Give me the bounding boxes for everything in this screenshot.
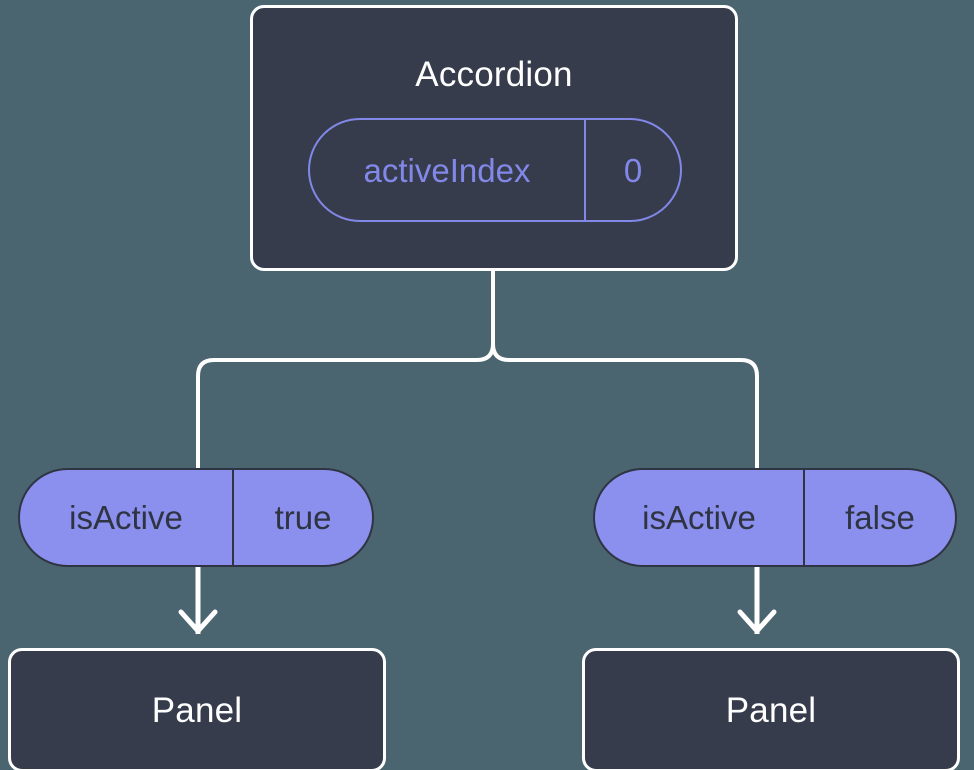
connector-root-to-left: [196, 269, 495, 470]
node-accordion-title: Accordion: [415, 55, 573, 94]
node-panel-right[interactable]: Panel: [582, 648, 960, 770]
arrowhead-right-icon: [737, 609, 777, 634]
arrowhead-left-icon: [178, 609, 218, 634]
state-pill-key: activeIndex: [310, 120, 586, 220]
prop-pill-right-key: isActive: [595, 470, 805, 565]
connector-root-to-right: [491, 269, 759, 470]
node-panel-right-title: Panel: [725, 690, 817, 730]
prop-pill-right-value: false: [845, 499, 915, 536]
node-panel-left[interactable]: Panel: [8, 648, 386, 770]
prop-pill-left-key: isActive: [20, 470, 234, 565]
state-pill-active-index[interactable]: activeIndex 0: [308, 118, 682, 222]
state-pill-value: 0: [623, 151, 643, 189]
prop-pill-is-active-true[interactable]: isActive true: [18, 468, 374, 567]
prop-pill-is-active-false[interactable]: isActive false: [593, 468, 957, 567]
prop-pill-left-value: true: [274, 499, 332, 536]
node-panel-left-title: Panel: [151, 690, 243, 730]
